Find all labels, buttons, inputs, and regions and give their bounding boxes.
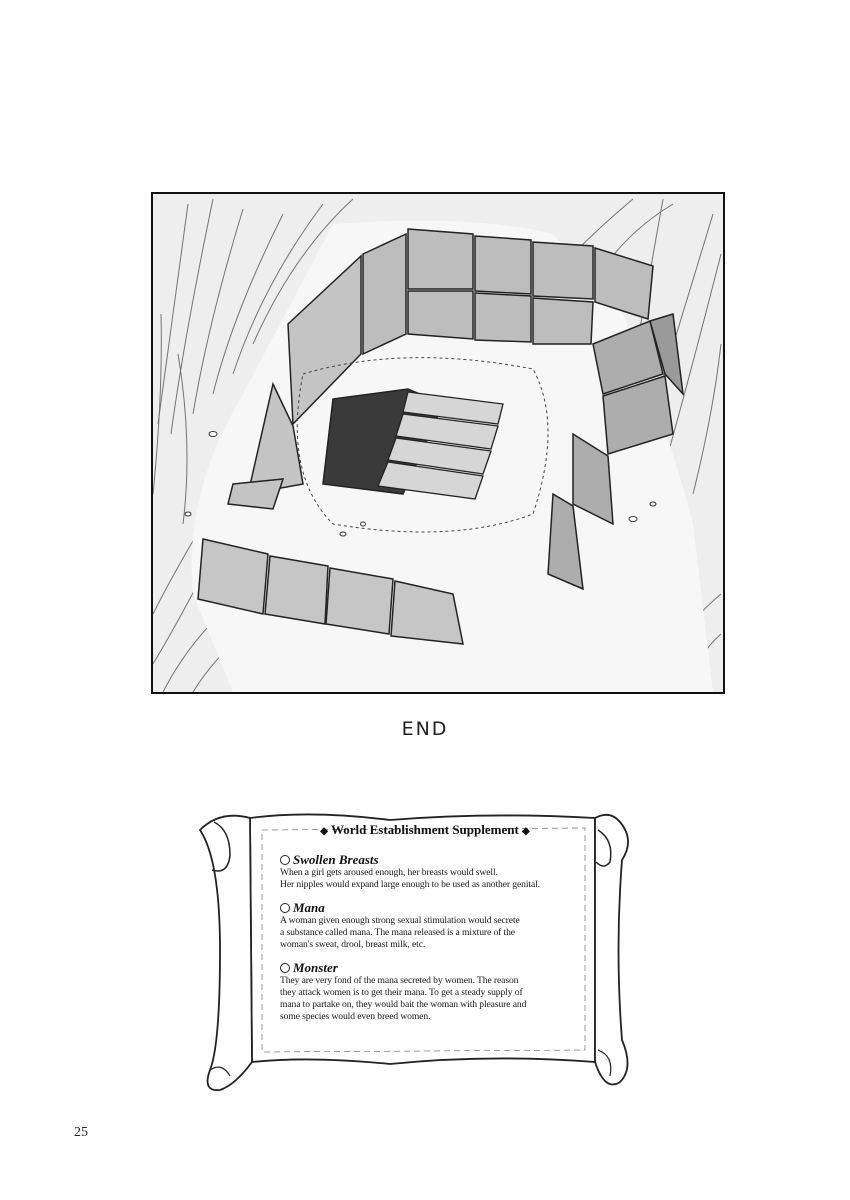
circle-bullet-icon bbox=[280, 962, 290, 973]
diamond-icon: ◆ bbox=[522, 826, 530, 837]
stone-wall-right bbox=[547, 313, 685, 591]
entry-line: A woman given enough strong sexual stimu… bbox=[280, 915, 520, 926]
circle-bullet-icon bbox=[280, 854, 290, 865]
pebbles bbox=[184, 431, 657, 537]
stone-wall-back bbox=[362, 228, 654, 356]
supplement-scroll: ◆ World Establishment Supplement ◆ Swoll… bbox=[190, 800, 640, 1100]
end-text: END bbox=[401, 718, 449, 740]
entry-heading: Swollen Breasts bbox=[293, 852, 379, 867]
stone-wall-left bbox=[227, 254, 362, 510]
entry-body: They are very fond of the mana secreted … bbox=[280, 975, 570, 1023]
supplement-title: ◆ World Establishment Supplement ◆ bbox=[280, 822, 570, 838]
entry-monster: Monster They are very fond of the mana s… bbox=[280, 960, 570, 1023]
entry-body: A woman given enough strong sexual stimu… bbox=[280, 915, 570, 951]
entry-line: they attack women is to get their mana. … bbox=[280, 987, 523, 998]
stone-wall-front bbox=[197, 538, 464, 645]
entry-swollen-breasts: Swollen Breasts When a girl gets aroused… bbox=[280, 852, 570, 891]
scroll-outline bbox=[198, 813, 629, 1092]
entry-line: They are very fond of the mana secreted … bbox=[280, 975, 519, 986]
entry-line: Her nipples would expand large enough to… bbox=[280, 879, 540, 890]
circle-bullet-icon bbox=[280, 902, 290, 913]
entry-heading: Monster bbox=[293, 960, 338, 975]
entry-line: mana to partake on, they would bait the … bbox=[280, 999, 527, 1010]
illustration-panel bbox=[151, 192, 725, 694]
stone-stairs bbox=[377, 391, 504, 500]
stone-ruins-illustration bbox=[153, 194, 723, 692]
entry-heading: Mana bbox=[293, 900, 325, 915]
entry-line: some species would even breed women. bbox=[280, 1011, 431, 1022]
entry-line: a substance called mana. The mana releas… bbox=[280, 927, 515, 938]
page-number: 25 bbox=[74, 1125, 88, 1140]
entry-body: When a girl gets aroused enough, her bre… bbox=[280, 867, 570, 891]
entry-line: When a girl gets aroused enough, her bre… bbox=[280, 867, 498, 878]
supplement-content: ◆ World Establishment Supplement ◆ Swoll… bbox=[280, 822, 570, 1032]
entry-mana: Mana A woman given enough strong sexual … bbox=[280, 900, 570, 951]
supplement-title-text: World Establishment Supplement bbox=[330, 822, 519, 837]
entry-line: woman's sweat, drool, breast milk, etc. bbox=[280, 939, 426, 950]
diamond-icon: ◆ bbox=[320, 826, 328, 837]
